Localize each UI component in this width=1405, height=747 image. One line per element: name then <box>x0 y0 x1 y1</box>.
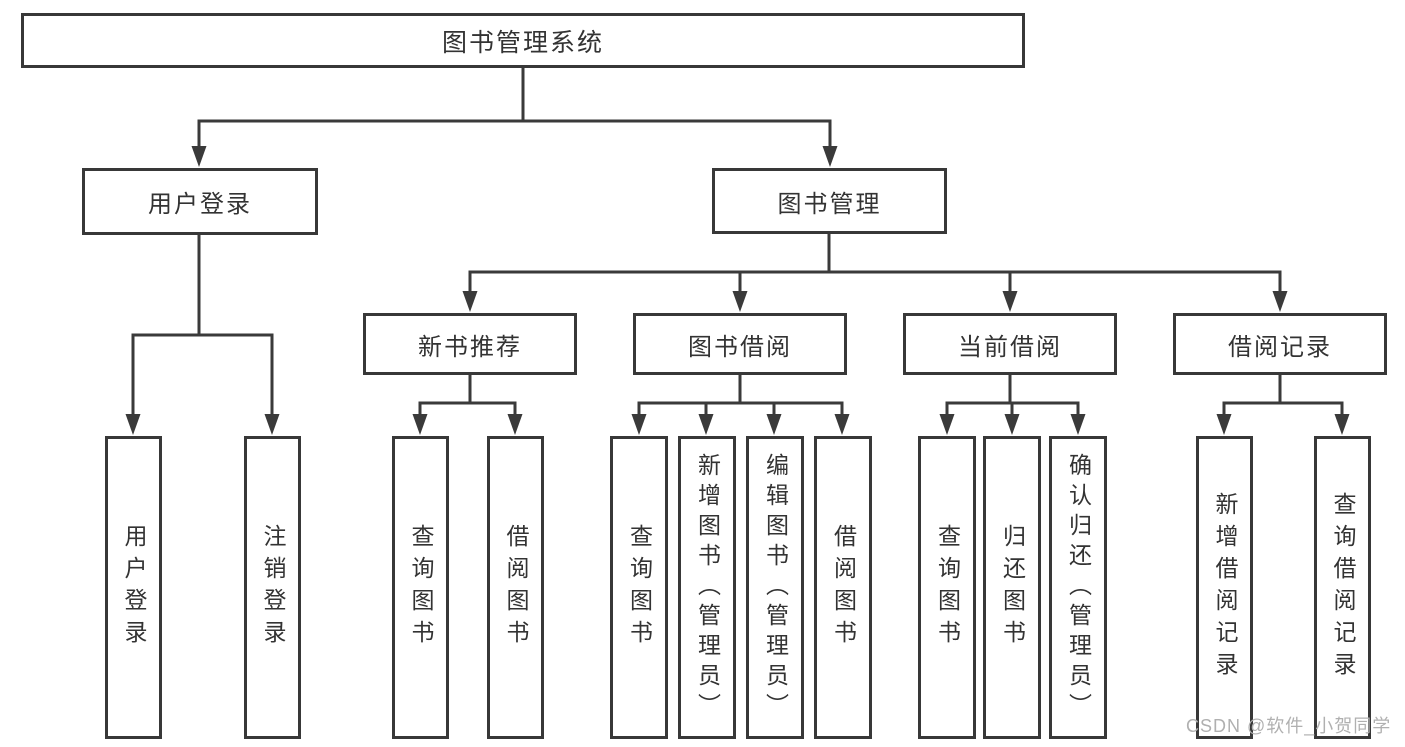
node-query-books-current: 查询图书 <box>918 436 976 739</box>
node-query-books-borrowing: 查询图书 <box>610 436 668 739</box>
node-confirm-return-admin: 确认归还（管理员） <box>1049 436 1107 739</box>
node-query-borrow-record: 查询借阅记录 <box>1314 436 1371 739</box>
node-user-login-leaf: 用户登录 <box>105 436 162 739</box>
node-book-borrowing: 图书借阅 <box>633 313 847 375</box>
node-add-borrow-record: 新增借阅记录 <box>1196 436 1253 739</box>
node-return-books: 归还图书 <box>983 436 1041 739</box>
node-user-login: 用户登录 <box>82 168 318 235</box>
node-new-book-recommend: 新书推荐 <box>363 313 577 375</box>
node-edit-books-admin: 编辑图书（管理员） <box>746 436 804 739</box>
node-add-books-admin: 新增图书（管理员） <box>678 436 736 739</box>
node-current-borrowing: 当前借阅 <box>903 313 1117 375</box>
node-query-books-recommend: 查询图书 <box>392 436 449 739</box>
arrowheads <box>125 146 1350 435</box>
node-root: 图书管理系统 <box>21 13 1025 68</box>
node-borrow-books-recommend: 借阅图书 <box>487 436 544 739</box>
csdn-watermark: CSDN @软件_小贺同学 <box>1186 716 1392 736</box>
node-logout: 注销登录 <box>244 436 301 739</box>
node-borrow-books-borrowing: 借阅图书 <box>814 436 872 739</box>
node-book-management: 图书管理 <box>712 168 947 234</box>
node-borrowing-records: 借阅记录 <box>1173 313 1387 375</box>
